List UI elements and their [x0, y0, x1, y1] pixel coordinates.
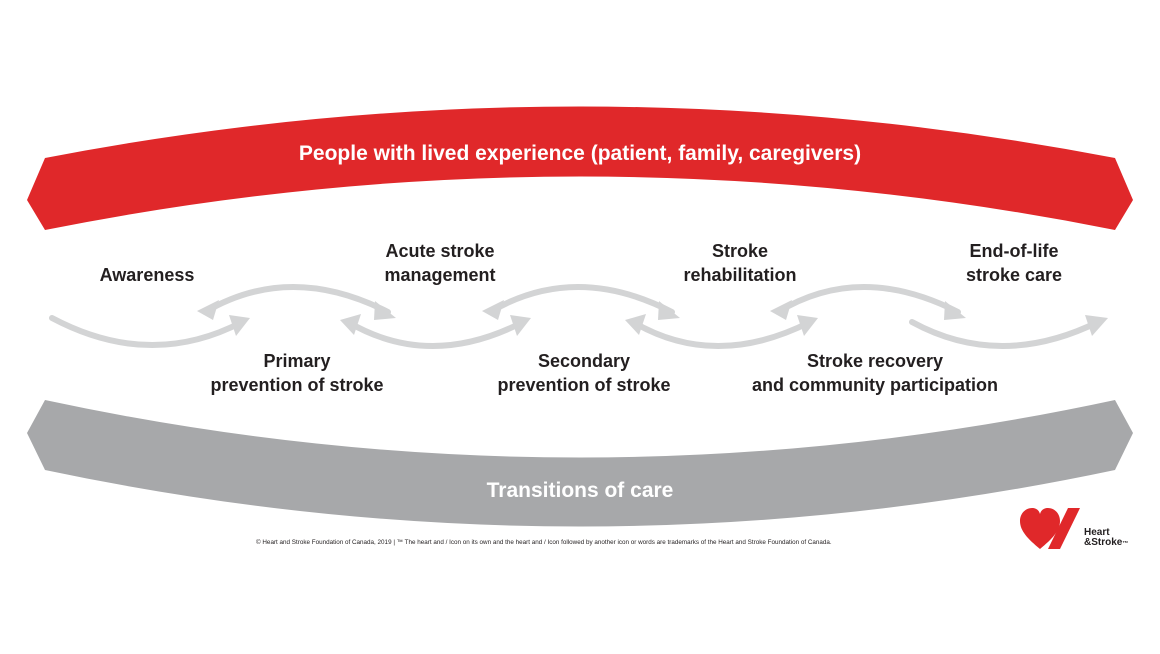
stage-label-line: Stroke recovery [806, 351, 944, 371]
trademark-mark: ™ [1122, 541, 1129, 547]
stage-end-of-life-stroke-care: End-of-life stroke care [934, 239, 1094, 287]
arrowhead-right [797, 315, 818, 336]
copyright-footer: © Heart and Stroke Foundation of Canada,… [256, 539, 832, 546]
stage-label-line: prevention of stroke [210, 375, 384, 395]
arrowhead-right [374, 301, 396, 320]
stage-label-line: Awareness [99, 265, 195, 285]
flow-arrow-6 [775, 284, 961, 315]
lived-experience-title: People with lived experience (patient, f… [298, 142, 862, 165]
stage-label-line: Secondary [537, 351, 631, 371]
arrowhead-left [340, 314, 361, 335]
logo-word-heart: Heart [1084, 527, 1110, 538]
logo-word-stroke-text: &Stroke [1084, 537, 1123, 548]
heart-and-stroke-logo: Heart &Stroke™ [1018, 505, 1138, 553]
flow-arrow-3 [345, 319, 526, 349]
stage-label-line: and community participation [751, 375, 999, 395]
lived-experience-band [27, 106, 1133, 230]
stage-label-line: stroke care [965, 265, 1063, 285]
arrowhead-left [770, 300, 792, 320]
transitions-of-care-band [27, 400, 1133, 527]
arrowhead-right [229, 315, 250, 336]
stage-label-line: rehabilitation [683, 265, 797, 285]
stage-recovery-community: Stroke recovery and community participat… [725, 349, 1025, 397]
arrowhead-right [658, 301, 680, 320]
flow-arrow-2 [202, 284, 391, 315]
arrowhead-right [944, 301, 966, 320]
arrowhead-left [197, 300, 219, 320]
arrowhead-right [1085, 315, 1108, 336]
flow-arrow-7 [909, 319, 1101, 349]
stage-label-line: Stroke [711, 241, 769, 261]
flow-arrow-1 [49, 315, 245, 349]
stage-label-line: Acute stroke [385, 241, 495, 261]
stage-label-line: management [384, 265, 496, 285]
arrowhead-left [625, 314, 646, 335]
arrowhead-left [482, 300, 504, 320]
stage-stroke-rehabilitation: Stroke rehabilitation [640, 239, 840, 287]
arrowhead-right [510, 315, 531, 336]
stage-primary-prevention: Primary prevention of stroke [187, 349, 407, 397]
stage-awareness: Awareness [67, 263, 227, 287]
flow-arrow-5 [630, 319, 813, 349]
stage-label-line: prevention of stroke [497, 375, 671, 395]
logo-word-stroke: &Stroke™ [1084, 538, 1128, 549]
heart-slash-icon [1020, 508, 1080, 549]
stage-secondary-prevention: Secondary prevention of stroke [474, 349, 694, 397]
stage-label-line: End-of-life [969, 241, 1059, 261]
transitions-of-care-title: Transitions of care [486, 479, 674, 502]
stage-acute-stroke-management: Acute stroke management [350, 239, 530, 287]
flow-arrow-4 [487, 284, 675, 315]
stage-label-line: Primary [263, 351, 331, 371]
